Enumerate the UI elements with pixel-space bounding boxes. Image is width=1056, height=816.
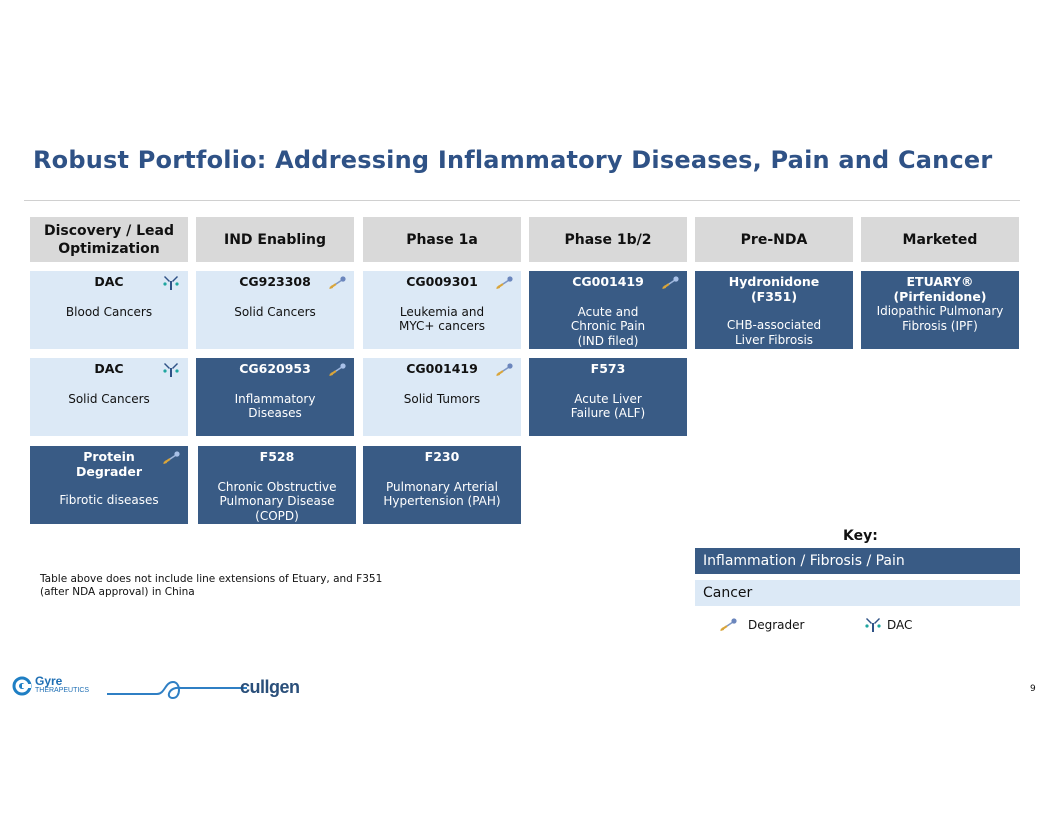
key-inflammation: Inflammation / Fibrosis / Pain <box>695 548 1020 574</box>
degrader-icon <box>496 276 513 289</box>
pipeline-cell-dac-blood: DAC Blood Cancers <box>30 271 188 349</box>
header-discovery: Discovery / Lead Optimization <box>30 217 188 262</box>
pipeline-cell-cg620953: CG620953 Inflammatory Diseases <box>196 358 354 436</box>
degrader-icon <box>496 363 513 376</box>
cell-name: F573 <box>590 361 626 376</box>
gyre-logo-subtext: THERAPEUTICS <box>35 687 90 694</box>
title-divider <box>24 200 1020 201</box>
cell-name: CG009301 <box>406 274 478 289</box>
header-phase-1a: Phase 1a <box>363 217 521 262</box>
key-degrader: Degrader <box>717 617 804 633</box>
cell-desc: Solid Cancers <box>68 391 150 406</box>
pipeline-cell-protein-degrader: Protein Degrader Fibrotic diseases <box>30 446 188 524</box>
header-ind-enabling: IND Enabling <box>196 217 354 262</box>
gyre-logo-icon <box>12 676 32 696</box>
cell-name: ETUARY® (Pirfenidone) <box>893 274 987 304</box>
cell-name: DAC <box>94 361 124 376</box>
degrader-icon <box>329 363 346 376</box>
header-phase-1b2: Phase 1b/2 <box>529 217 687 262</box>
key-dac: DAC <box>864 617 912 633</box>
cell-desc: Pulmonary Arterial Hypertension (PAH) <box>383 479 501 509</box>
header-marketed: Marketed <box>861 217 1019 262</box>
footer-logos: Gyre THERAPEUTICS cullgen <box>12 674 322 704</box>
degrader-icon <box>163 451 180 464</box>
cell-desc: Blood Cancers <box>65 304 153 319</box>
cell-desc: Chronic Obstructive Pulmonary Disease (C… <box>217 479 337 523</box>
cell-desc: Idiopathic Pulmonary Fibrosis (IPF) <box>876 304 1004 333</box>
pipeline-cell-hydronidone: Hydronidone (F351) CHB-associated Liver … <box>695 271 853 349</box>
pipeline-cell-cg001419-tumors: CG001419 Solid Tumors <box>363 358 521 436</box>
key-cancer: Cancer <box>695 580 1020 606</box>
dac-icon <box>163 276 179 290</box>
cullgen-logo-text: cullgen <box>240 677 300 697</box>
cell-desc: Acute and Chronic Pain (IND filed) <box>570 304 646 348</box>
pipeline-cell-cg009301: CG009301 Leukemia and MYC+ cancers <box>363 271 521 349</box>
cell-name: Protein Degrader <box>76 449 142 479</box>
degrader-icon <box>662 276 679 289</box>
pipeline-cell-etuary: ETUARY® (Pirfenidone) Idiopathic Pulmona… <box>861 271 1019 349</box>
cell-desc: CHB-associated Liver Fibrosis <box>726 318 822 347</box>
cell-name: DAC <box>94 274 124 289</box>
pipeline-cell-f528: F528 Chronic Obstructive Pulmonary Disea… <box>198 446 356 524</box>
cell-name: CG001419 <box>572 274 644 289</box>
connector-swirl-icon <box>107 680 247 700</box>
gyre-logo-text: Gyre <box>35 674 63 688</box>
pipeline-cell-cg001419-pain: CG001419 Acute and Chronic Pain (IND fil… <box>529 271 687 349</box>
key-dac-label: DAC <box>887 618 913 632</box>
pipeline-cell-f573: F573 Acute Liver Failure (ALF) <box>529 358 687 436</box>
key-degrader-label: Degrader <box>748 618 805 632</box>
cell-name: CG001419 <box>406 361 478 376</box>
cell-desc: Fibrotic diseases <box>59 493 159 507</box>
header-pre-nda: Pre-NDA <box>695 217 853 262</box>
degrader-icon <box>720 618 737 631</box>
dac-icon <box>865 618 881 632</box>
pipeline-cell-dac-solid: DAC Solid Cancers <box>30 358 188 436</box>
key-title: Key: <box>843 528 878 544</box>
page-number: 9 <box>1030 684 1036 694</box>
cell-desc: Solid Cancers <box>234 304 316 319</box>
cell-name: F230 <box>424 449 460 464</box>
cell-desc: Leukemia and MYC+ cancers <box>399 304 485 334</box>
cell-name: CG923308 <box>239 274 311 289</box>
cell-desc: Solid Tumors <box>403 391 481 406</box>
cell-name: Hydronidone (F351) <box>728 274 820 304</box>
cell-name: CG620953 <box>239 361 311 376</box>
degrader-icon <box>329 276 346 289</box>
page-title: Robust Portfolio: Addressing Inflammator… <box>33 146 993 174</box>
footnote: Table above does not include line extens… <box>40 573 383 598</box>
dac-icon <box>163 363 179 377</box>
cell-desc: Inflammatory Diseases <box>234 391 316 421</box>
cell-desc: Acute Liver Failure (ALF) <box>570 391 646 421</box>
cell-name: F528 <box>259 449 295 464</box>
pipeline-cell-cg923308: CG923308 Solid Cancers <box>196 271 354 349</box>
pipeline-cell-f230: F230 Pulmonary Arterial Hypertension (PA… <box>363 446 521 524</box>
